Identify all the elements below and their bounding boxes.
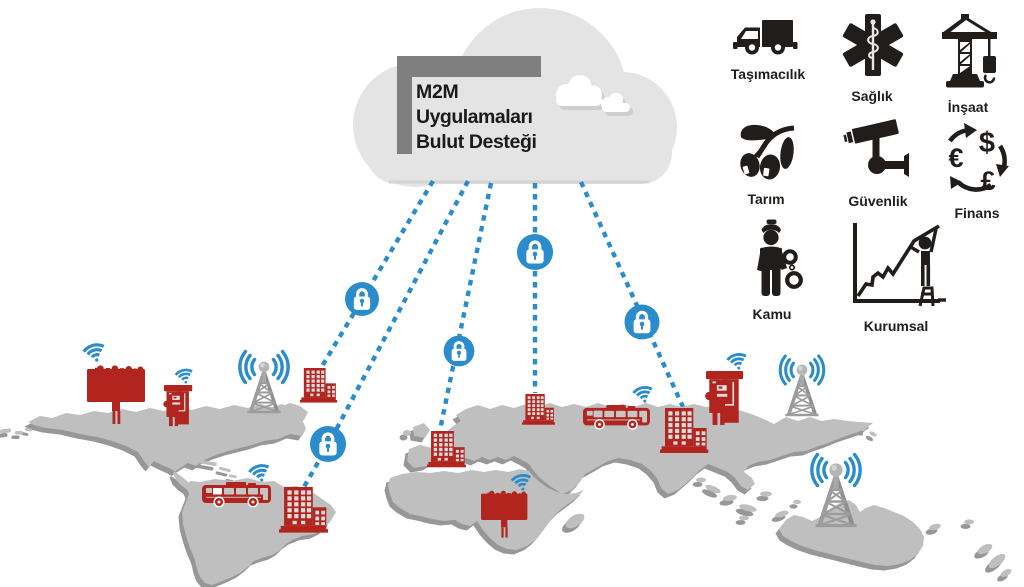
svg-text:Finans: Finans	[954, 205, 999, 221]
svg-text:€: €	[948, 143, 963, 173]
svg-text:$: $	[979, 127, 995, 159]
svg-text:Uygulamaları: Uygulamaları	[416, 106, 533, 128]
svg-text:Kamu: Kamu	[753, 306, 792, 322]
svg-text:Tarım: Tarım	[747, 191, 784, 207]
svg-text:İnşaat: İnşaat	[948, 99, 989, 115]
svg-text:Güvenlik: Güvenlik	[848, 193, 907, 209]
svg-text:Sağlık: Sağlık	[851, 88, 892, 104]
svg-text:Bulut Desteği: Bulut Desteği	[416, 131, 536, 153]
svg-text:Taşımacılık: Taşımacılık	[731, 66, 806, 82]
svg-text:Kurumsal: Kurumsal	[864, 318, 929, 334]
svg-text:M2M: M2M	[416, 81, 458, 103]
svg-text:£: £	[980, 166, 995, 196]
